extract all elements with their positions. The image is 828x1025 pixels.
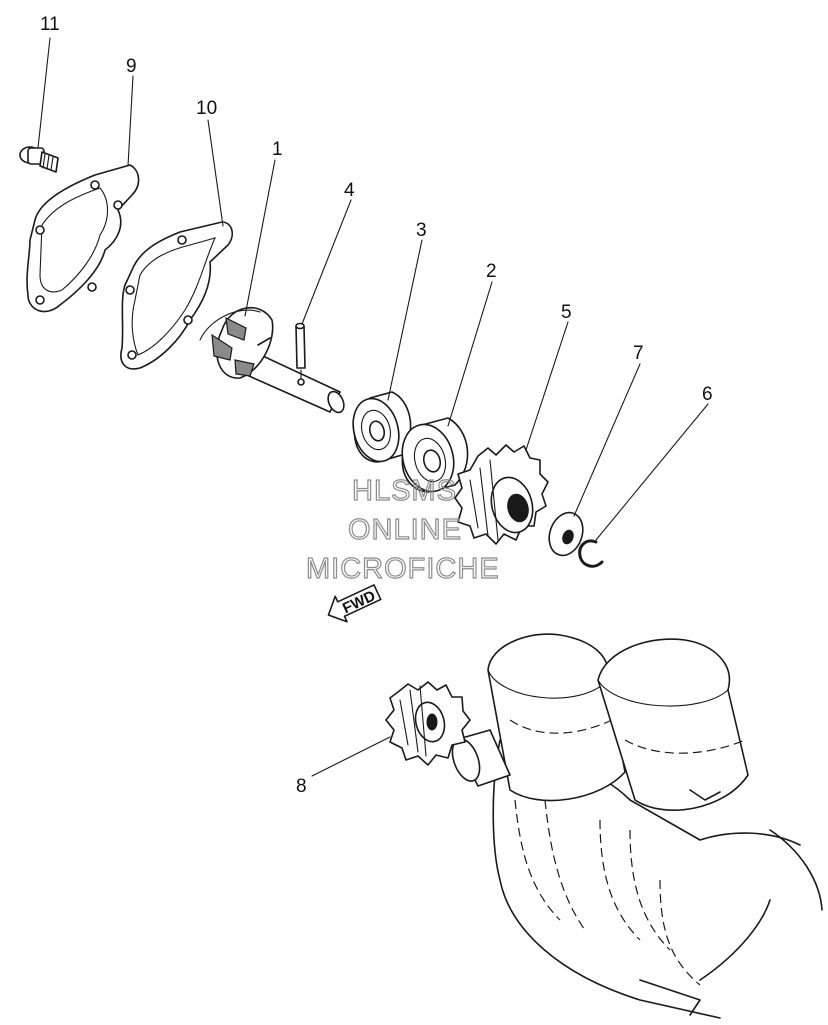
leader-4 <box>301 199 352 325</box>
callout-11: 11 <box>40 14 60 35</box>
callout-labels: 11 9 10 1 4 3 2 5 7 6 8 <box>40 14 713 797</box>
cylinder-left <box>487 633 626 802</box>
leader-9 <box>127 75 134 167</box>
forward-direction-arrow: FWD <box>327 584 382 623</box>
callout-7: 7 <box>633 343 644 364</box>
part-10-gasket <box>120 221 234 370</box>
leader-lines <box>37 37 709 777</box>
leader-11 <box>37 37 51 149</box>
part-9-pump-cover <box>26 164 140 313</box>
part-5-driven-gear <box>454 444 549 545</box>
callout-2: 2 <box>486 261 497 282</box>
callout-3: 3 <box>416 220 427 241</box>
part-11-bolt <box>19 146 59 173</box>
callout-8: 8 <box>296 776 307 797</box>
watermark-line-2: ONLINE <box>348 514 462 546</box>
leader-7 <box>573 363 641 517</box>
callout-10: 10 <box>196 98 217 119</box>
watermark: HLSMS ONLINE MICROFICHE <box>305 474 500 585</box>
callout-5: 5 <box>561 302 572 323</box>
crank-stub-shaft <box>451 729 511 787</box>
part-4-pin <box>295 322 306 386</box>
cylinder-right <box>597 638 749 811</box>
leader-8 <box>311 736 391 777</box>
leader-3 <box>387 239 423 401</box>
watermark-line-3: MICROFICHE <box>306 553 500 585</box>
part-8-drive-gear <box>385 681 471 766</box>
part-6-circlip <box>578 539 604 568</box>
callout-4: 4 <box>344 180 355 201</box>
part-3-bearing <box>352 391 412 463</box>
leader-1 <box>244 159 276 317</box>
leader-10 <box>207 119 224 227</box>
leader-2 <box>447 281 493 427</box>
part-7-washer <box>548 511 584 557</box>
leader-6 <box>595 403 709 541</box>
callout-1: 1 <box>272 139 283 160</box>
callout-6: 6 <box>702 384 713 405</box>
part-1-impeller-shaft <box>199 306 345 414</box>
part-2-bearing <box>401 417 469 493</box>
callout-9: 9 <box>126 56 137 77</box>
leader-5 <box>525 321 569 451</box>
watermark-line-1: HLSMS <box>352 475 457 507</box>
